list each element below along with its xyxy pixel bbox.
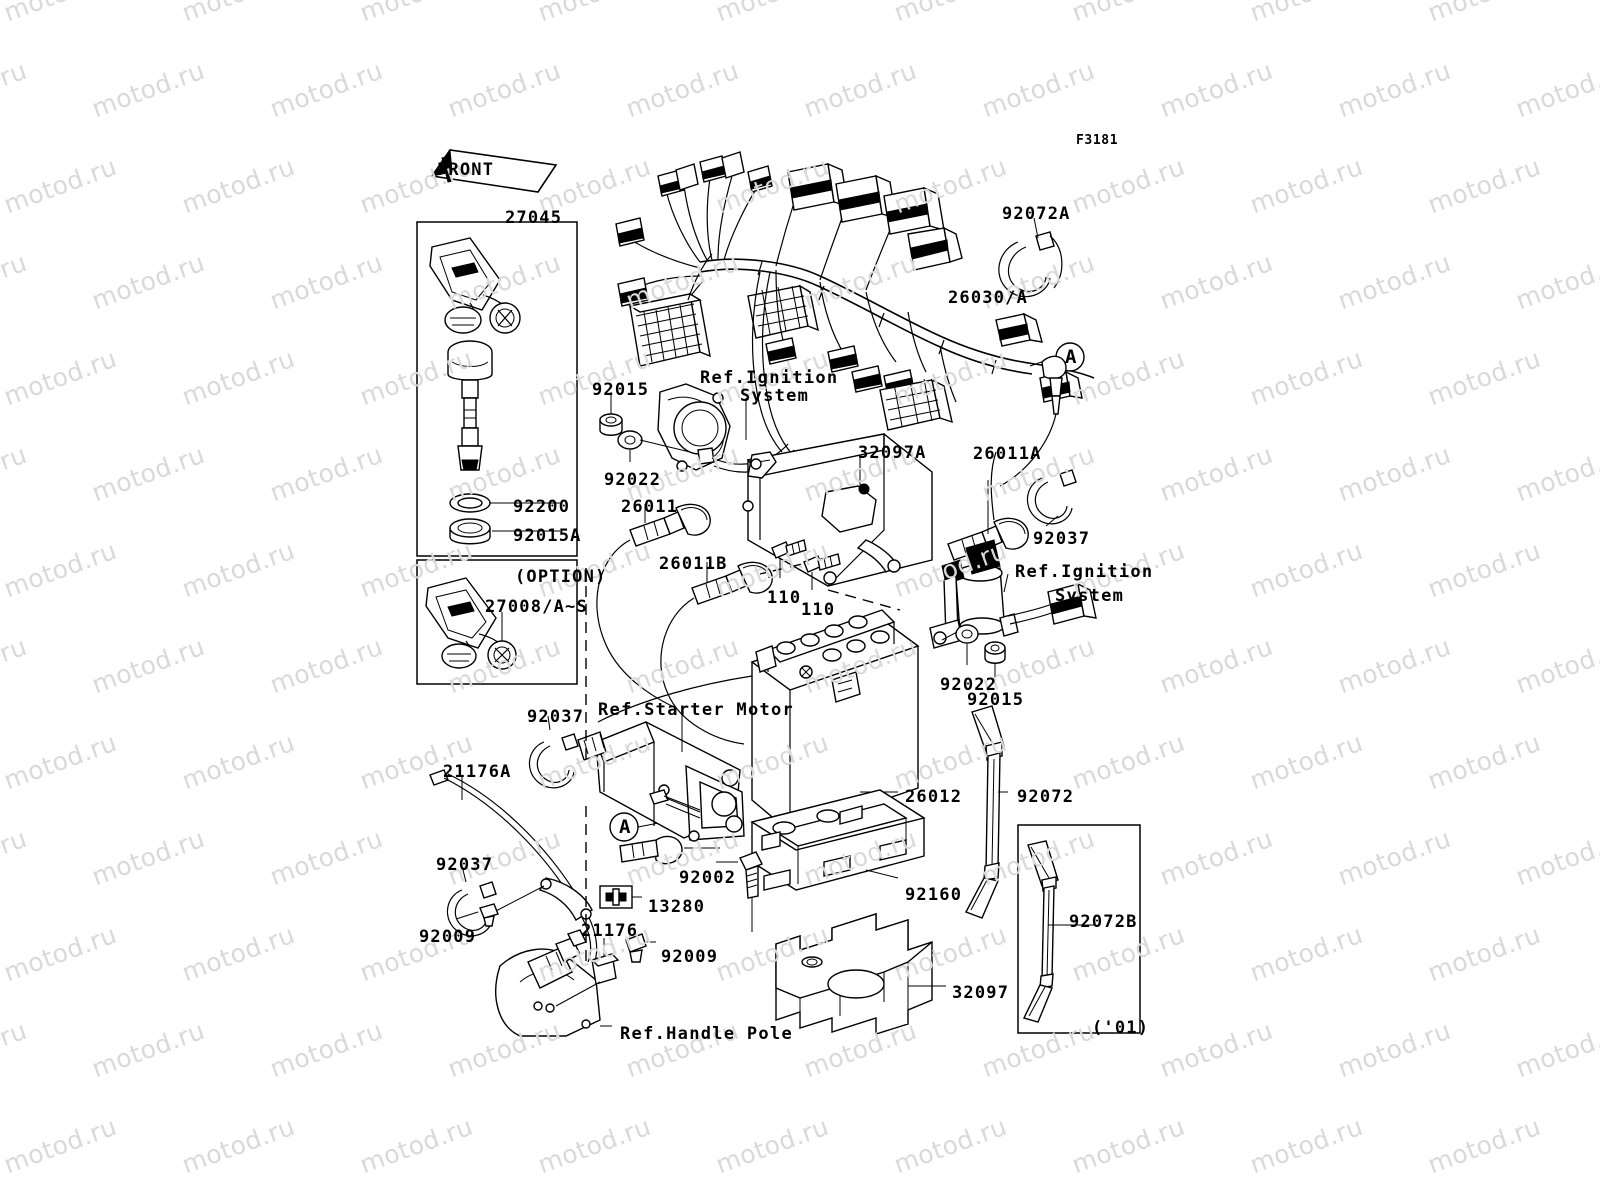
callout---01-: ('01): [1092, 1018, 1150, 1038]
ignition-switch-panel: [416, 221, 578, 557]
callout-92200: 92200: [513, 497, 571, 517]
bullet-connector-bottom: [619, 835, 720, 865]
callout-a: A: [1065, 346, 1078, 368]
screw-92009-right: [625, 933, 656, 963]
bolt-110-a: [771, 539, 807, 578]
callout-92009: 92009: [661, 947, 719, 967]
clamp-92037-right: [1026, 469, 1077, 527]
callout-92160: 92160: [905, 885, 963, 905]
battery-band-92072: [965, 705, 1008, 919]
callout-ref-starter-motor: Ref.Starter Motor: [598, 700, 795, 720]
battery-26012: [597, 609, 920, 833]
callout-27045: 27045: [505, 208, 563, 228]
sensor-bracket-21176: [555, 938, 620, 1007]
callout-26011: 26011: [621, 497, 679, 517]
clamp-92037-upper-left: [528, 715, 579, 789]
callout-26011b: 26011B: [659, 554, 728, 574]
callout-front: FRONT: [437, 160, 495, 180]
callout-92072b: 92072B: [1069, 912, 1138, 932]
callout-13280: 13280: [648, 897, 706, 917]
callout-32097a: 32097A: [858, 443, 927, 463]
callout-92037: 92037: [436, 855, 494, 875]
callout-92015: 92015: [592, 380, 650, 400]
callout-26012: 26012: [905, 787, 963, 807]
strap-2001-panel: [1017, 824, 1141, 1034]
ref-starter-motor: [577, 712, 745, 842]
keylink-a-bottom: [609, 812, 665, 842]
callout-26030-a: 26030/A: [948, 288, 1029, 308]
callout-92022: 92022: [604, 470, 662, 490]
ref-ignition-coil-right: [929, 539, 1097, 649]
holder-13280-icon: [599, 885, 642, 909]
callout-ref-handle-pole: Ref.Handle Pole: [620, 1024, 794, 1044]
callout-27008-a-s: 27008/A~S: [485, 597, 588, 617]
nut-92015-left: [599, 392, 623, 436]
washer-92022-right: [941, 624, 979, 665]
bullet-connector-top: [999, 355, 1067, 487]
callout-ref-ignition: Ref.Ignition: [700, 368, 839, 388]
lead-wire-26011A: [947, 451, 1029, 561]
callout-f3181: F3181: [1076, 133, 1119, 148]
callout-92015: 92015: [967, 690, 1025, 710]
multipin-connector-block: [628, 253, 713, 367]
band-tie-92072A: [998, 217, 1063, 298]
callout-92037: 92037: [1033, 529, 1091, 549]
callout-92022: 92022: [940, 675, 998, 695]
callout-system: System: [740, 386, 810, 406]
clamp-92037-lower-left: [446, 865, 497, 937]
callout-92009: 92009: [419, 927, 477, 947]
callout--option-: (OPTION): [515, 567, 607, 587]
callout-92072a: 92072A: [1002, 204, 1071, 224]
callout-32097: 32097: [952, 983, 1010, 1003]
front-direction-marker: [430, 148, 558, 193]
option-switch-panel: [416, 559, 578, 685]
lead-wire-26011B: [691, 561, 773, 605]
callout-92002: 92002: [679, 868, 737, 888]
ref-handle-pole: [495, 929, 612, 1037]
callout-26011a: 26011A: [973, 444, 1042, 464]
callout-110: 110: [767, 588, 802, 608]
damper-tray-92160: [750, 789, 926, 891]
callout-92037: 92037: [527, 707, 585, 727]
bolt-110-b: [803, 553, 841, 590]
callout-21176a: 21176A: [443, 762, 512, 782]
callout-ref-ignition: Ref.Ignition: [1015, 562, 1154, 582]
callout-92015a: 92015A: [513, 526, 582, 546]
main-wiring-harness: [615, 151, 1095, 455]
bolt-92002: [716, 851, 763, 932]
callout-92072: 92072: [1017, 787, 1075, 807]
callout-21176: 21176: [581, 921, 639, 941]
callout-110: 110: [801, 600, 836, 620]
screw-92009-left: [455, 903, 499, 927]
callout-system: System: [1055, 586, 1125, 606]
lead-wire-26011: [629, 503, 711, 547]
callout-a: A: [619, 816, 632, 838]
battery-case-32097: [775, 913, 946, 1035]
nut-92015-right: [984, 641, 1006, 682]
washer-92022-left: [617, 430, 691, 462]
